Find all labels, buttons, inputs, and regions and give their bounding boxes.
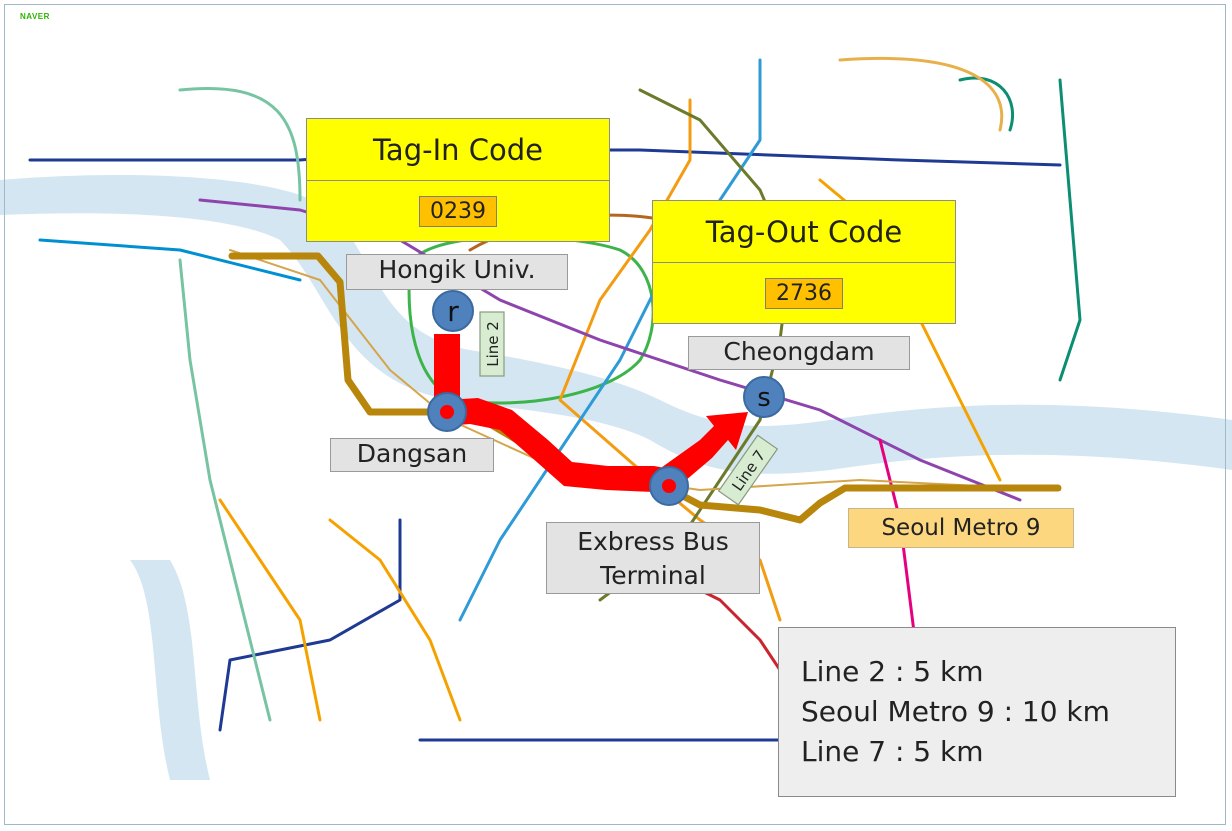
end-marker-label: s (757, 383, 771, 413)
express-bus-label-line2: Terminal (600, 561, 706, 590)
line2-tag: Line 2 (479, 311, 505, 377)
metro9-label: Seoul Metro 9 (848, 508, 1074, 548)
express-bus-label-line1: Exbress Bus (577, 527, 729, 556)
north-loop (838, 56, 1004, 132)
line2-tag-label: Line 2 (484, 321, 502, 367)
gyeongui-line (178, 258, 272, 722)
line-4 (458, 58, 762, 622)
suin-line (328, 518, 462, 722)
southwest (218, 498, 322, 722)
tag-in-box: Tag-In Code 0239 (306, 118, 610, 242)
tag-out-box: Tag-Out Code 2736 (652, 200, 956, 324)
tag-in-code: 0239 (419, 195, 497, 227)
han-river (0, 175, 1232, 474)
dangsan-label: Dangsan (330, 438, 494, 472)
tag-in-title: Tag-In Code (307, 119, 609, 181)
start-marker (432, 290, 474, 332)
brand-logo: NAVER (20, 12, 50, 21)
gyeongchun-line (958, 76, 1015, 132)
line-1-south (218, 518, 402, 732)
end-marker (743, 376, 785, 418)
airport-line (38, 238, 302, 282)
far-east (1058, 78, 1082, 382)
hongik-label: Hongik Univ. (346, 254, 568, 290)
distance-line2: Line 2 : 5 km (801, 655, 984, 688)
distance-line7: Line 7 : 5 km (801, 735, 984, 768)
river-estuary (130, 560, 210, 780)
start-marker-label: r (447, 295, 459, 328)
express-bus-label: Exbress Bus Terminal (546, 522, 760, 594)
tag-out-title: Tag-Out Code (653, 201, 955, 263)
west-loop (178, 87, 302, 202)
cheongdam-label: Cheongdam (688, 336, 910, 370)
distance-summary: Line 2 : 5 km Seoul Metro 9 : 10 km Line… (778, 627, 1176, 797)
line-9-bg (229, 249, 1061, 491)
tag-out-code: 2736 (765, 277, 843, 309)
distance-metro9: Seoul Metro 9 : 10 km (801, 695, 1110, 728)
line7-tag: Line 7 (717, 434, 779, 506)
